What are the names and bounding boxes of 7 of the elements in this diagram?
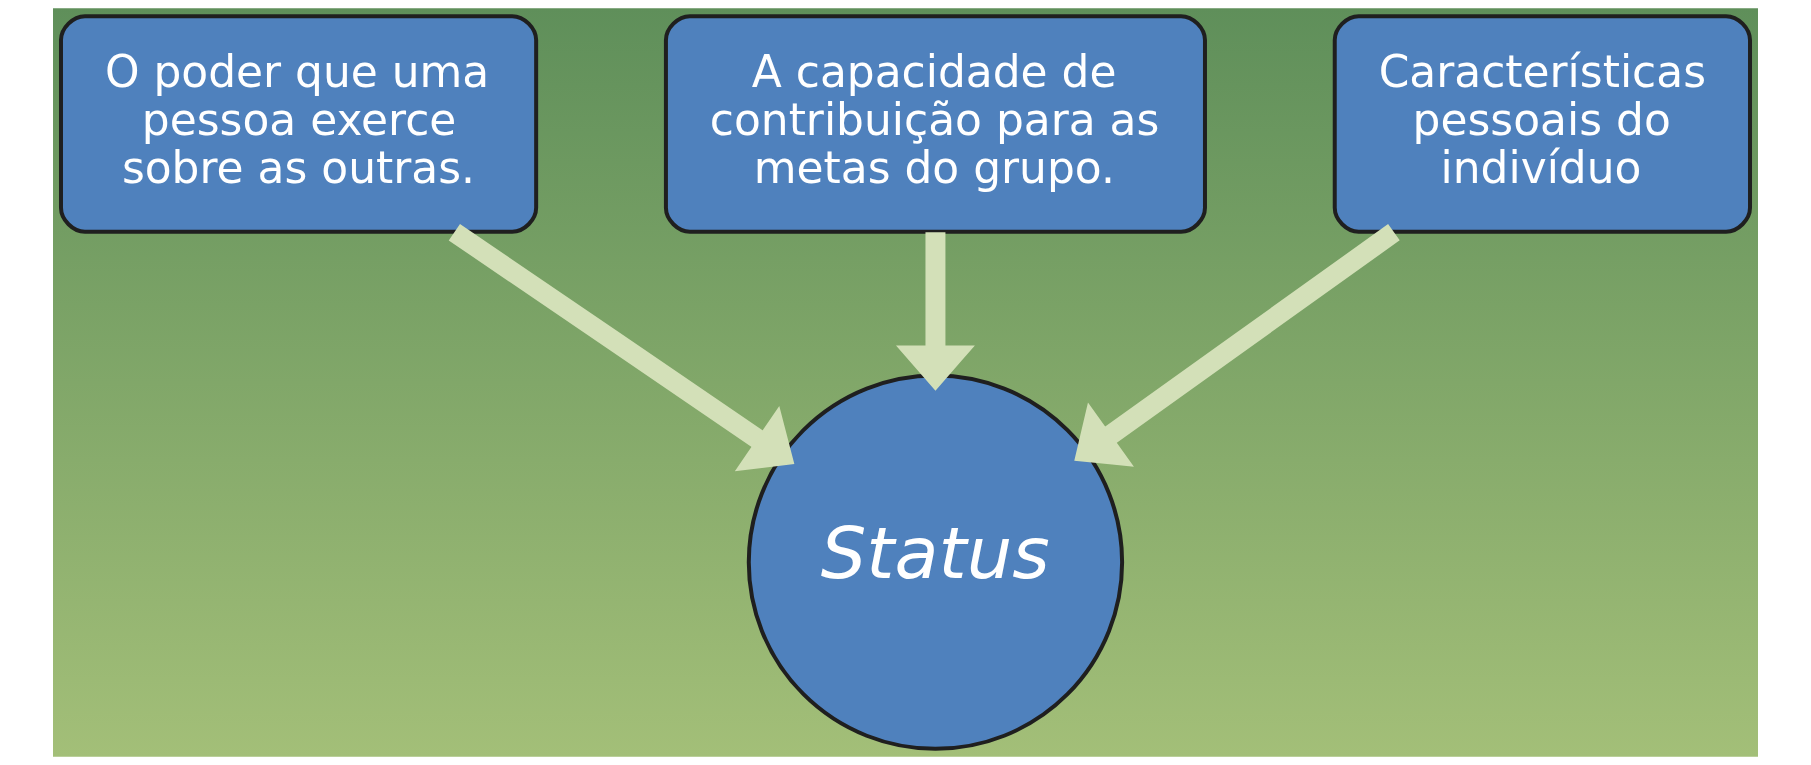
node-circle: Status (746, 373, 1125, 751)
node-box: O poder que uma pessoa exerce sobre as outras. (59, 14, 539, 234)
node-box: Características pessoais do indivíduo (1332, 14, 1752, 234)
node-box: A capacidade de contribuição para as metas do grupo. (663, 14, 1207, 234)
arrow (1074, 224, 1400, 467)
arrow (448, 223, 795, 472)
arrow (896, 232, 975, 391)
